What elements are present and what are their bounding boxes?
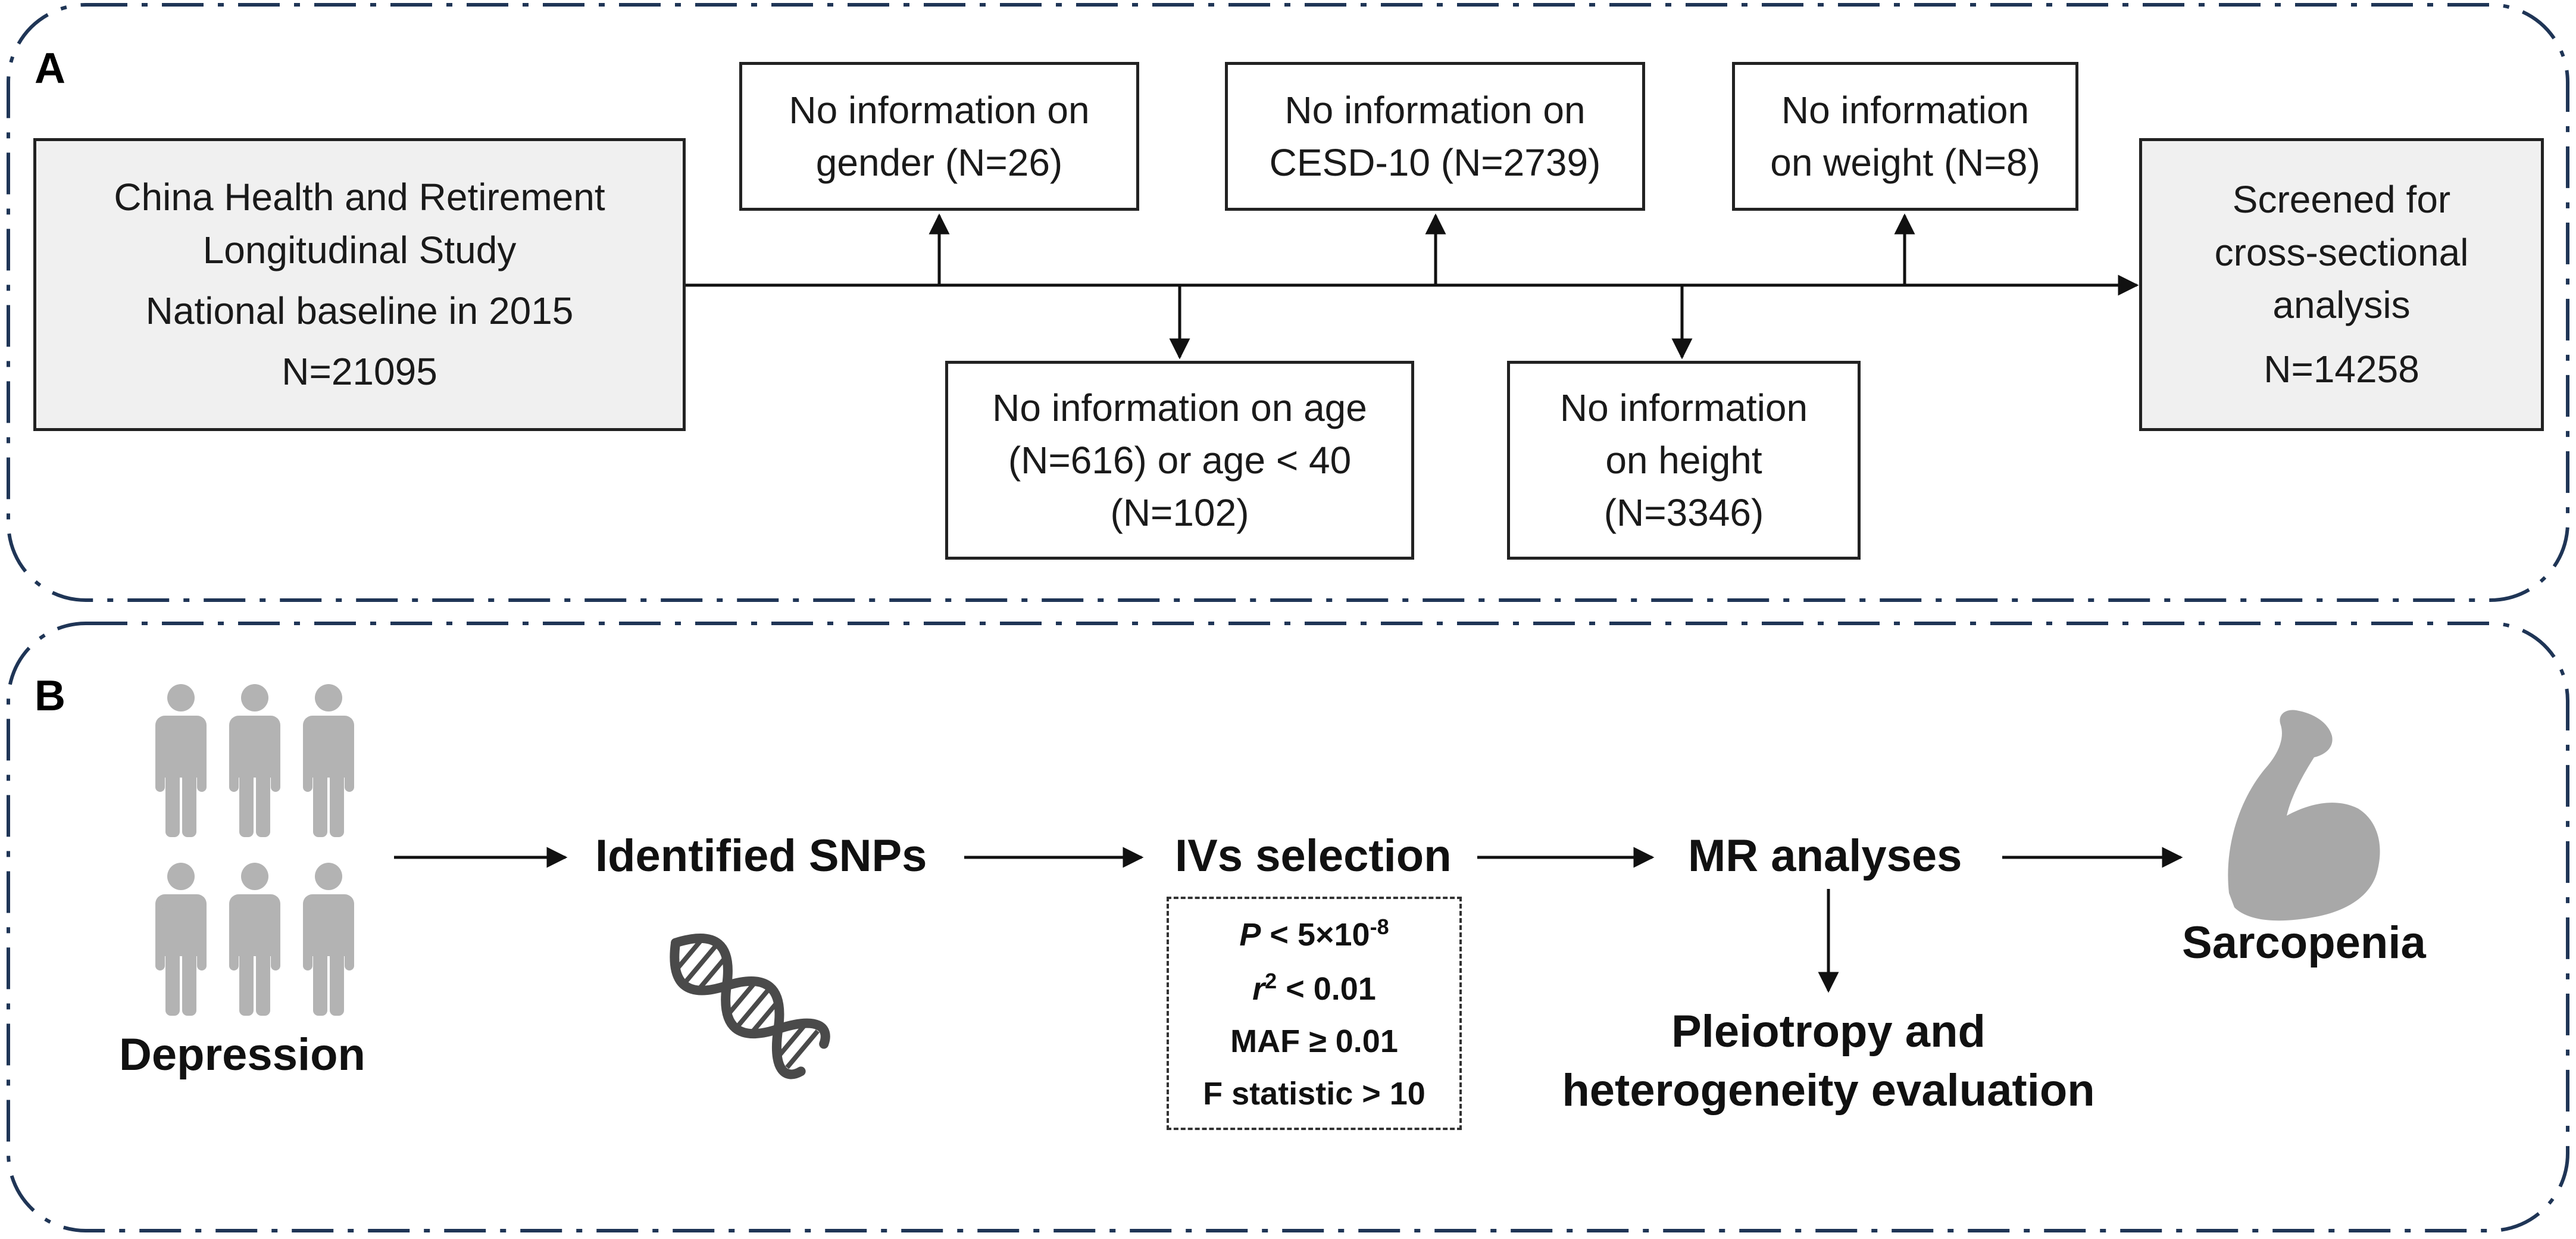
iv-criteria-box: P < 5×10-8 r2 < 0.01 MAF ≥ 0.01 F statis…: [1167, 897, 1462, 1130]
r-exponent: 2: [1265, 969, 1277, 993]
final-sample-box: Screened for cross-sectional analysis N=…: [2139, 138, 2544, 431]
snps-label: Identified SNPs: [595, 831, 927, 881]
gender-line2: gender (N=26): [815, 141, 1063, 184]
population-icon: [155, 684, 354, 1016]
cesd-line2: CESD-10 (N=2739): [1269, 141, 1601, 184]
outcome-label: Sarcopenia: [2182, 917, 2426, 968]
dna-icon: [670, 933, 830, 1079]
criterion-maf: MAF ≥ 0.01: [1230, 1023, 1398, 1059]
final-line2: cross-sectional: [2214, 230, 2469, 274]
age-line3: (N=102): [1110, 491, 1249, 535]
exclusion-cesd-box: No information on CESD-10 (N=2739): [1225, 62, 1645, 211]
exclusion-height-box: No information on height (N=3346): [1507, 361, 1861, 560]
iv-selection-label: IVs selection: [1175, 831, 1452, 881]
panel-a-frame: [7, 3, 2569, 602]
panel-b-frame: [7, 622, 2569, 1232]
source-line4: N=21095: [282, 350, 437, 394]
criterion-p-value: P < 5×10-8: [1239, 915, 1389, 953]
panel-a-label: A: [35, 45, 65, 92]
muscle-icon: [2228, 710, 2380, 921]
cesd-line1: No information on: [1284, 88, 1586, 132]
weight-line1: No information: [1781, 88, 2030, 132]
exclusion-gender-box: No information on gender (N=26): [739, 62, 1139, 211]
age-line2: (N=616) or age < 40: [1008, 438, 1352, 482]
source-line3: National baseline in 2015: [145, 289, 574, 332]
criterion-f-stat: F statistic > 10: [1203, 1076, 1425, 1112]
height-line1: No information: [1559, 386, 1808, 429]
source-line2: Longitudinal Study: [202, 228, 517, 271]
exclusion-weight-box: No information on weight (N=8): [1732, 62, 2078, 211]
r2-threshold: < 0.01: [1277, 971, 1376, 1007]
age-line1: No information on age: [992, 386, 1367, 429]
sensitivity-line2: heterogeneity evaluation: [1562, 1065, 2095, 1116]
weight-line2: on weight (N=8): [1770, 141, 2040, 184]
criterion-r2: r2 < 0.01: [1252, 969, 1376, 1007]
final-line3: analysis: [2272, 283, 2411, 326]
exclusion-age-box: No information on age (N=616) or age < 4…: [945, 361, 1414, 560]
sensitivity-label: Pleiotropy and heterogeneity evaluation: [1538, 1003, 2119, 1121]
p-exponent: -8: [1370, 915, 1389, 939]
gender-line1: No information on: [789, 88, 1090, 132]
height-line2: on height: [1605, 438, 1762, 482]
exposure-label: Depression: [119, 1029, 365, 1080]
p-symbol: P: [1239, 917, 1261, 953]
sensitivity-line1: Pleiotropy and: [1671, 1006, 1986, 1057]
source-cohort-box: China Health and Retirement Longitudinal…: [33, 138, 686, 431]
final-line4: N=14258: [2264, 348, 2419, 391]
panel-b-label: B: [35, 672, 65, 720]
height-line3: (N=3346): [1603, 491, 1764, 535]
p-threshold: < 5×10: [1261, 917, 1370, 953]
final-line1: Screened for: [2232, 178, 2451, 221]
mr-analyses-label: MR analyses: [1688, 831, 1962, 881]
source-line1: China Health and Retirement: [114, 176, 605, 219]
r-symbol: r: [1252, 971, 1265, 1007]
